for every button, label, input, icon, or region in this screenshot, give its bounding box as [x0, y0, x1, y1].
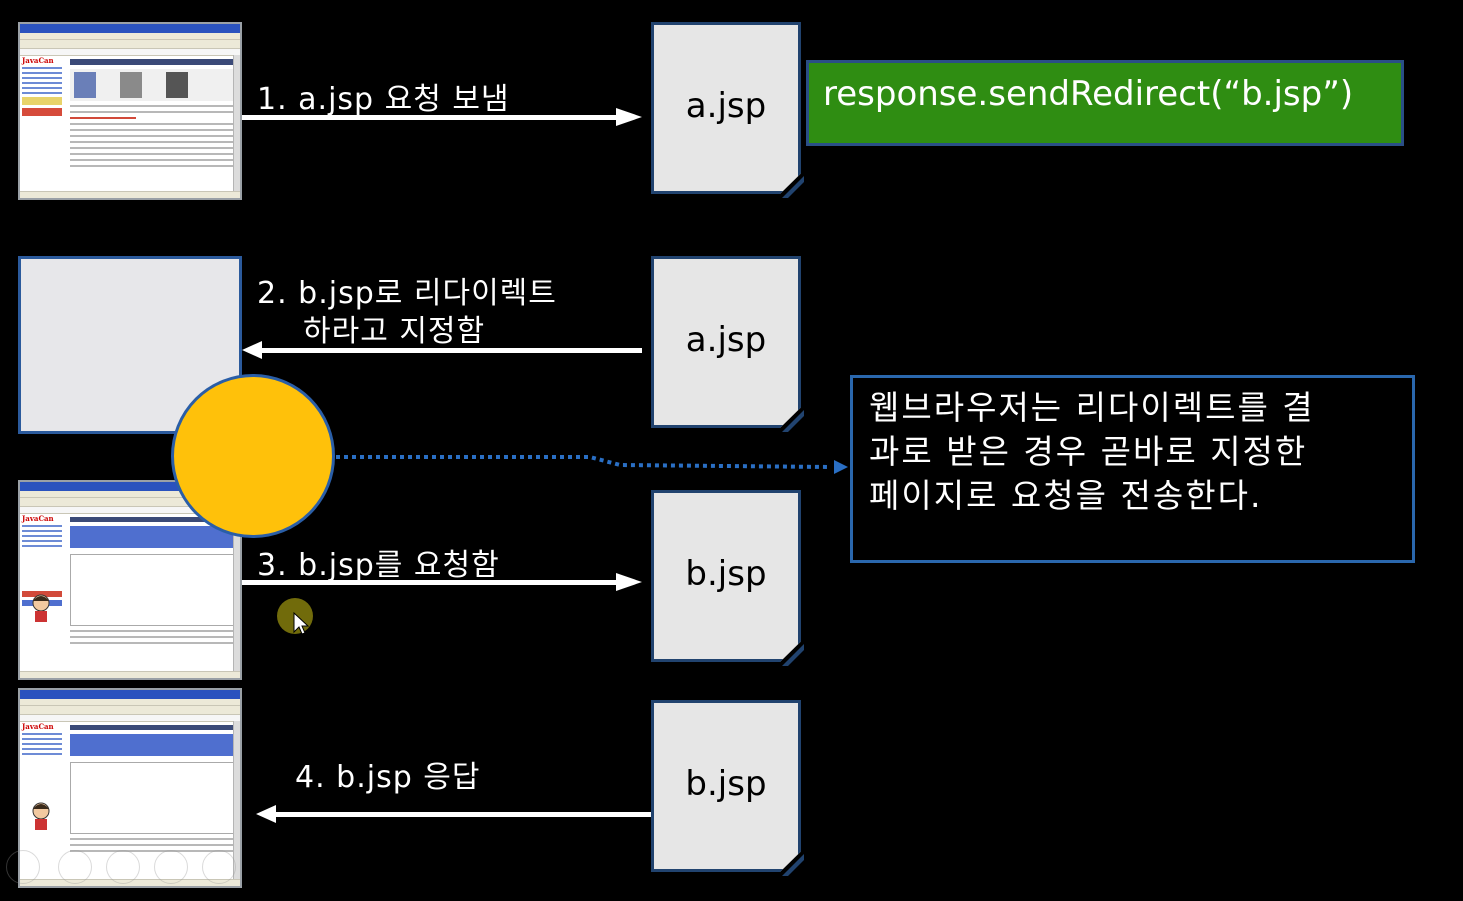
page-a-jsp-1: a.jsp: [651, 22, 801, 194]
mouse-pointer-icon: [293, 612, 309, 635]
page-fold-icon: [782, 854, 804, 876]
browser-toolbar: [20, 40, 240, 49]
step-2-label-line2: 하라고 지정함: [303, 314, 486, 349]
redirect-note: 웹브라우저는 리다이렉트를 결 과로 받은 경우 곧바로 지정한 페이지로 요청…: [850, 375, 1415, 563]
browser-menubar: [20, 33, 240, 40]
page-a-jsp-2-label: a.jsp: [685, 320, 767, 360]
dotted-connector: [336, 455, 848, 474]
page-b-jsp-2: b.jsp: [651, 700, 801, 872]
prev-icon[interactable]: [6, 850, 40, 884]
page-a-jsp-2: a.jsp: [651, 256, 801, 428]
avatar: [30, 801, 52, 831]
zoom-icon[interactable]: [154, 850, 188, 884]
page-fold-icon: [782, 644, 804, 666]
page-a-jsp-1-label: a.jsp: [685, 86, 767, 126]
send-redirect-code: response.sendRedirect(“b.jsp”): [806, 60, 1404, 146]
note-line-3: 페이지로 요청을 전송한다.: [869, 476, 1263, 515]
browser-address-bar: [20, 49, 240, 56]
site-logo: JavaCan: [22, 56, 54, 65]
page-b-jsp-1: b.jsp: [651, 490, 801, 662]
step-1-label: 1. a.jsp 요청 보냄: [257, 82, 510, 117]
step-3-label: 3. b.jsp를 요청함: [257, 548, 500, 583]
step-4-label: 4. b.jsp 응답: [295, 760, 481, 795]
pen-icon[interactable]: [58, 850, 92, 884]
more-icon[interactable]: [202, 850, 236, 884]
browser-sidebar: JavaCan: [22, 57, 66, 190]
browser-content: JavaCan: [20, 55, 240, 192]
browser-screenshot-2: JavaCan: [18, 480, 242, 680]
step-2-label-line1: 2. b.jsp로 리다이렉트: [257, 276, 557, 311]
note-line-1: 웹브라우저는 리다이렉트를 결: [869, 388, 1315, 427]
highlight-circle: [171, 374, 335, 538]
page-b-jsp-1-label: b.jsp: [685, 554, 767, 594]
avatar: [30, 593, 52, 623]
browser-titlebar: [20, 24, 240, 33]
browser-statusbar: [20, 191, 240, 198]
page-fold-icon: [782, 176, 804, 198]
note-line-2: 과로 받은 경우 곧바로 지정한: [869, 432, 1308, 471]
page-b-jsp-2-label: b.jsp: [685, 764, 767, 804]
slides-icon[interactable]: [106, 850, 140, 884]
browser-main: [70, 59, 234, 190]
browser-screenshot-1: JavaCan: [18, 22, 242, 200]
page-fold-icon: [782, 410, 804, 432]
